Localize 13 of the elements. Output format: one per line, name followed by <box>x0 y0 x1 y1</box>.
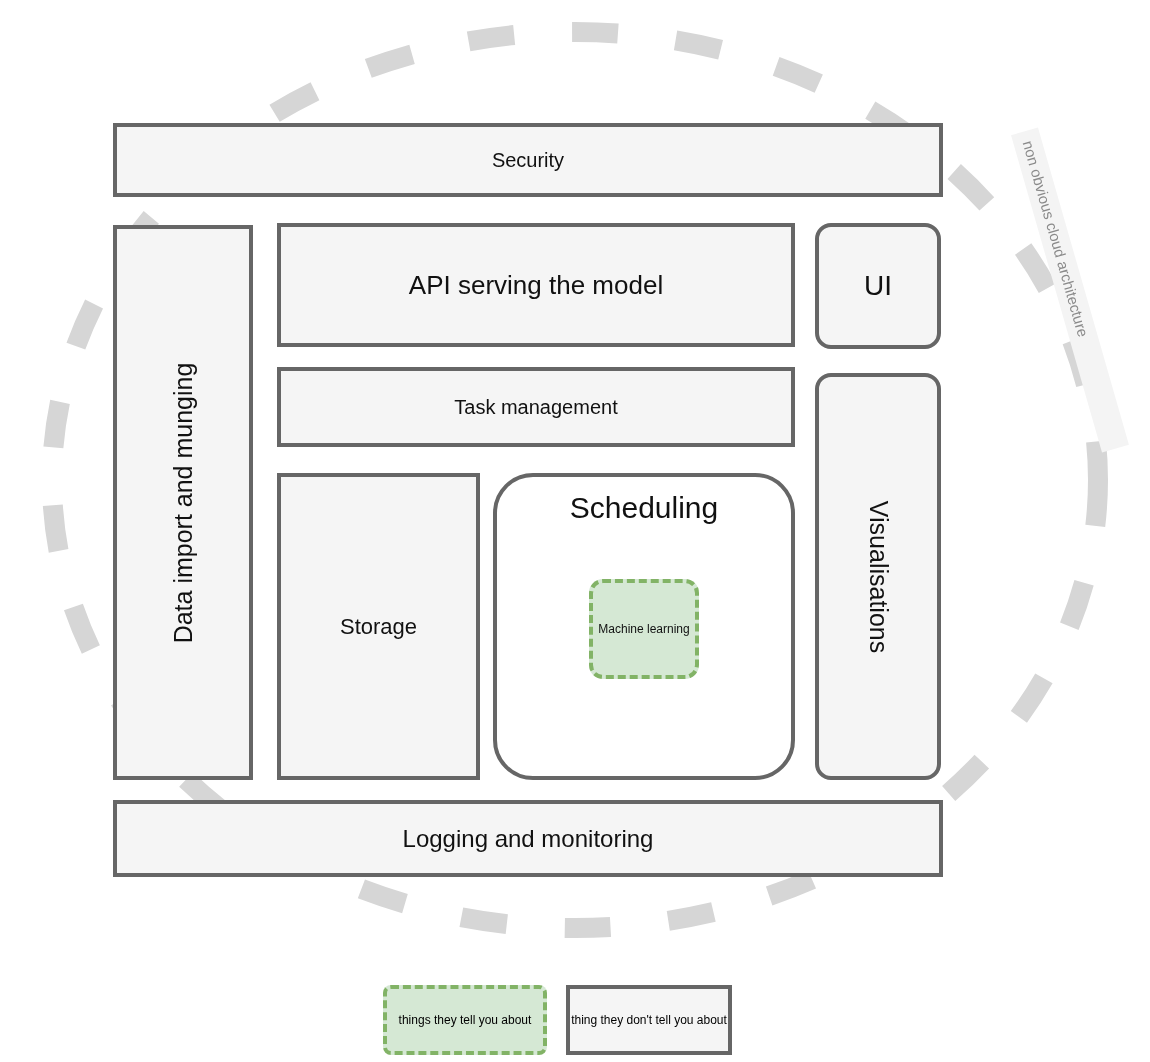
highlighted-box <box>589 579 699 679</box>
box-label: UI <box>864 270 892 302</box>
legend-label: things they tell you about <box>398 1013 532 1027</box>
box-label: Storage <box>339 613 418 640</box>
box-label: Logging and monitoring <box>402 824 654 853</box>
box-label: Security <box>491 148 565 172</box>
box-label: Task management <box>454 395 618 419</box>
box-label: API serving the model <box>408 269 664 301</box>
box-label: Data import and munging <box>168 362 198 643</box>
box-label: Machine learning <box>598 622 690 636</box>
legend-label: thing they don't tell you about <box>571 1013 727 1027</box>
box-label: Scheduling <box>569 491 719 525</box>
box-label: Visualisations <box>863 500 893 653</box>
